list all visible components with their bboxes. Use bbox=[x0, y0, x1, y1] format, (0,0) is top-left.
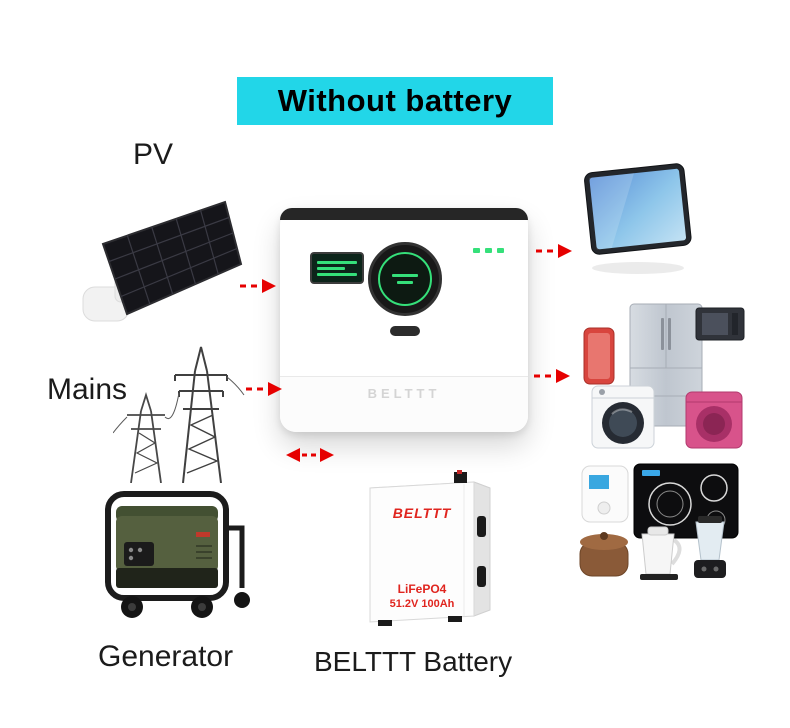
banner: Without battery bbox=[237, 77, 553, 125]
main-tower bbox=[174, 346, 228, 483]
inverter-button bbox=[390, 326, 420, 336]
tablet bbox=[584, 163, 692, 255]
pink-washer bbox=[685, 391, 743, 449]
battery-brand: BELTTT bbox=[392, 505, 452, 521]
power-towers-illustration bbox=[113, 346, 245, 483]
smartphone bbox=[583, 327, 615, 385]
battery-front-face bbox=[369, 481, 475, 623]
inverter-seam bbox=[280, 376, 528, 377]
label-generator: Generator bbox=[98, 640, 234, 673]
inverter-round-display bbox=[368, 242, 442, 316]
inverter-top-band bbox=[280, 208, 528, 220]
wall-boiler bbox=[581, 465, 629, 523]
rice-cooker bbox=[579, 532, 629, 577]
generator-control-panel bbox=[124, 542, 154, 566]
banner-label: Without battery bbox=[277, 83, 513, 118]
battery-terminal bbox=[454, 472, 467, 483]
battery-side-face bbox=[473, 481, 491, 617]
power-lines bbox=[113, 376, 245, 434]
electric-kettle bbox=[640, 526, 682, 580]
label-pv: PV bbox=[133, 138, 174, 171]
inverter-lcd-screen bbox=[310, 252, 364, 284]
solar-panel-illustration bbox=[82, 200, 243, 322]
inverter-illustration: BELTTT bbox=[280, 208, 528, 432]
inverter-indicator-icons bbox=[473, 248, 504, 253]
appliances-illustration bbox=[583, 303, 745, 449]
small-tower bbox=[127, 391, 165, 483]
inverter-display-readout bbox=[378, 252, 432, 306]
label-battery: BELTTT Battery bbox=[314, 646, 513, 677]
kitchen-appliances-illustration bbox=[579, 463, 739, 580]
blender bbox=[694, 516, 726, 578]
tablet-illustration bbox=[584, 163, 692, 274]
battery-illustration bbox=[369, 470, 491, 626]
generator-handle bbox=[226, 525, 245, 588]
battery-handle bbox=[477, 516, 486, 537]
arrow-inverter-to-tablet bbox=[536, 244, 572, 258]
washing-machine bbox=[591, 385, 655, 449]
battery-spec: 51.2V 100Ah bbox=[389, 598, 455, 610]
arrow-inverter-battery-bidirectional bbox=[286, 448, 334, 462]
battery-chemistry: LiFePO4 bbox=[397, 582, 447, 596]
inverter-brand: BELTTT bbox=[367, 386, 441, 401]
arrow-inverter-to-appliances bbox=[534, 369, 570, 383]
battery-handle bbox=[477, 566, 486, 587]
microwave bbox=[695, 307, 745, 341]
arrow-mains-to-inverter bbox=[246, 382, 282, 396]
generator-illustration bbox=[105, 491, 250, 618]
label-mains: Mains bbox=[47, 373, 128, 406]
generator-frame bbox=[105, 491, 229, 601]
inverter-lower-panel bbox=[280, 377, 528, 432]
solar-panel bbox=[101, 200, 243, 316]
